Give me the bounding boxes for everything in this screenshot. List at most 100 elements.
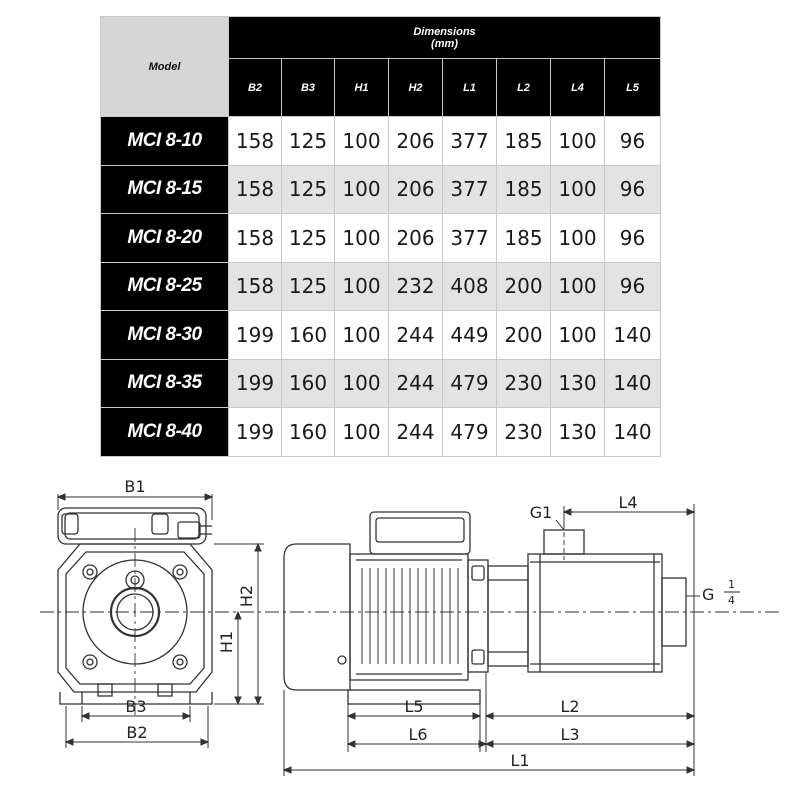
dimension-cell-l5: 140: [604, 310, 661, 360]
dimension-cell-l4: 130: [550, 358, 605, 408]
dimension-cell-h2: 244: [388, 407, 443, 457]
dimensions-title: Dimensions: [413, 25, 476, 38]
pump-casing: [527, 553, 663, 673]
column-header-l1: L1: [442, 58, 497, 117]
dimension-cell-l4: 100: [550, 116, 605, 166]
dimension-cell-l5: 96: [604, 164, 661, 214]
fan-cover: [283, 543, 351, 691]
label-l1: L1: [510, 751, 529, 770]
model-cell: MCI 8-30: [100, 310, 229, 360]
dimension-cell-h1: 100: [334, 310, 389, 360]
dimension-cell-b3: 125: [281, 164, 335, 214]
label-l3: L3: [560, 725, 579, 744]
dimension-cell-l1: 479: [442, 358, 497, 408]
dimension-cell-l2: 230: [496, 358, 551, 408]
dimension-cell-l4: 100: [550, 164, 605, 214]
dimension-cell-l1: 377: [442, 116, 497, 166]
dimension-cell-l1: 449: [442, 310, 497, 360]
column-header-b3: B3: [281, 58, 335, 117]
dimension-cell-b3: 125: [281, 213, 335, 263]
pump-bracket: [487, 565, 529, 667]
dimension-cell-l5: 96: [604, 213, 661, 263]
label-g-suction: G: [702, 585, 714, 604]
model-cell: MCI 8-10: [100, 116, 229, 166]
terminal-box-side: [369, 511, 471, 555]
dimension-cell-h1: 100: [334, 358, 389, 408]
label-b1: B1: [124, 477, 145, 496]
dimension-cell-h2: 206: [388, 116, 443, 166]
dimension-cell-l4: 130: [550, 407, 605, 457]
dimension-cell-l1: 408: [442, 261, 497, 311]
dimension-cell-b2: 199: [228, 407, 282, 457]
label-b2: B2: [126, 723, 147, 742]
model-cell: MCI 8-20: [100, 213, 229, 263]
dimension-cell-l1: 377: [442, 213, 497, 263]
column-header-l4: L4: [550, 58, 605, 117]
column-header-h1: H1: [334, 58, 389, 117]
label-h2: H2: [237, 585, 256, 607]
column-header-b2: B2: [228, 58, 282, 117]
label-b3: B3: [125, 697, 146, 716]
dimension-cell-h2: 244: [388, 358, 443, 408]
dimension-cell-b3: 125: [281, 116, 335, 166]
base-plate-side: [347, 689, 481, 705]
label-g-frac-den: 4: [728, 594, 735, 607]
dimension-cell-l1: 479: [442, 407, 497, 457]
dimension-cell-l2: 185: [496, 213, 551, 263]
model-column-header: Model: [100, 16, 229, 117]
dimension-cell-l4: 100: [550, 261, 605, 311]
dimension-cell-b2: 199: [228, 358, 282, 408]
model-cell: MCI 8-35: [100, 358, 229, 408]
dimension-cell-b3: 160: [281, 407, 335, 457]
dimension-cell-h2: 206: [388, 164, 443, 214]
drawing-labels: B1 H1 H2 B3 B2 G1 L4 G 1 4 L5 L2 L6 L3 L…: [124, 477, 740, 770]
dimension-cell-b3: 160: [281, 310, 335, 360]
label-g-frac-num: 1: [728, 578, 735, 591]
motor-adapter: [467, 559, 489, 673]
dimension-cell-l1: 377: [442, 164, 497, 214]
dimension-cell-h1: 100: [334, 261, 389, 311]
dimension-cell-h1: 100: [334, 213, 389, 263]
label-l2: L2: [560, 697, 579, 716]
dimension-cell-l5: 96: [604, 116, 661, 166]
dimension-cell-b3: 125: [281, 261, 335, 311]
side-dimensions: [282, 504, 700, 776]
dimension-cell-l2: 185: [496, 116, 551, 166]
dimension-cell-b2: 199: [228, 310, 282, 360]
label-l6: L6: [408, 725, 427, 744]
label-h1: H1: [217, 631, 236, 653]
cable-gland: [177, 521, 201, 539]
dimension-cell-h1: 100: [334, 407, 389, 457]
suction-port: [661, 577, 687, 647]
dimension-cell-h1: 100: [334, 116, 389, 166]
dimension-cell-l5: 140: [604, 407, 661, 457]
column-header-h2: H2: [388, 58, 443, 117]
base-foot-front: [59, 692, 213, 705]
dimensions-unit: (mm): [431, 37, 458, 50]
motor-housing-front: [57, 543, 213, 693]
dimension-cell-l2: 230: [496, 407, 551, 457]
model-cell: MCI 8-25: [100, 261, 229, 311]
side-view: [283, 511, 687, 705]
column-header-l5: L5: [604, 58, 661, 117]
label-l5: L5: [404, 697, 423, 716]
front-dimensions: [56, 493, 264, 748]
label-g1: G1: [530, 503, 553, 522]
dimension-cell-b2: 158: [228, 261, 282, 311]
dimensions-header: Dimensions (mm): [228, 16, 661, 59]
dimension-cell-l5: 140: [604, 358, 661, 408]
dimension-cell-h2: 244: [388, 310, 443, 360]
dimension-cell-b3: 160: [281, 358, 335, 408]
model-cell: MCI 8-15: [100, 164, 229, 214]
